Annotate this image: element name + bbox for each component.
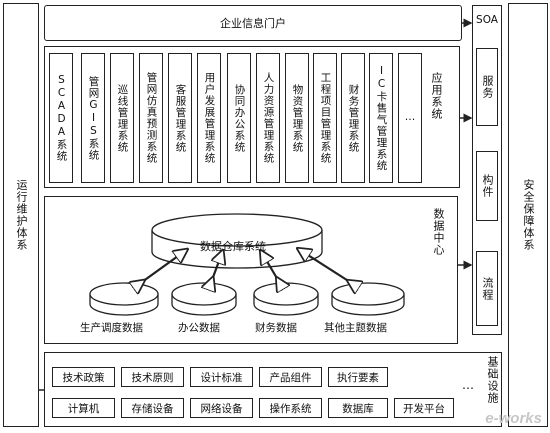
app-finance: 财务管理系统 [341,53,365,183]
left-operations-column: 运行维护体系 [3,3,39,427]
infra-database: 数据库 [328,398,388,418]
applications-label-wrap: 应用系统 [428,72,444,123]
soa-service-label: 服务 [481,75,494,99]
app-label: 物资管理系统 [291,83,304,153]
store-other-label: 其他主题数据 [324,322,387,334]
app-simulation: 管网仿真预测系统 [139,53,163,183]
infrastructure-label-wrap: 基础设施 [484,356,500,407]
infra-ellipsis: … [462,378,474,392]
operations-label: 运行维护体系 [15,179,28,251]
app-label: 人力资源管理系统 [262,72,275,164]
data-center-label-wrap: 数据中心 [430,208,446,259]
store-production-label: 生产调度数据 [80,322,143,334]
app-gis: 管网GIS系统 [81,53,105,183]
soa-title: SOA [476,14,498,26]
soa-process-box: 流程 [476,251,498,326]
app-label: 财务管理系统 [347,83,360,153]
app-label: 用户发展管理系统 [203,72,216,164]
app-office: 协同办公系统 [227,53,251,183]
infra-tech-principles: 技术原则 [121,367,184,387]
store-finance [253,282,319,316]
store-other [331,282,405,316]
infra-os: 操作系统 [259,398,322,418]
soa-component-box: 构件 [476,151,498,221]
data-center-label: 数据中心 [432,208,445,256]
infra-product-components: 产品组件 [259,367,322,387]
right-security-column: 安全保障体系 [508,3,548,427]
app-hr: 人力资源管理系统 [256,53,280,183]
store-production [89,282,159,316]
app-more: … [398,53,422,183]
app-materials: 物资管理系统 [285,53,309,183]
soa-column: SOA 服务 构件 流程 [472,5,502,335]
app-customer-service: 客服管理系统 [168,53,192,183]
store-finance-label: 财务数据 [255,322,297,334]
app-label: 客服管理系统 [174,83,187,153]
infra-network: 网络设备 [190,398,253,418]
enterprise-portal: 企业信息门户 [44,5,462,41]
arrow-office [212,253,222,280]
infra-dev-platform: 开发平台 [394,398,454,418]
infrastructure-label: 基础设施 [486,356,499,404]
app-label: 协同办公系统 [233,83,246,153]
soa-process-label: 流程 [481,276,494,301]
infra-execution-elements: 执行要素 [328,367,388,387]
app-patrol: 巡线管理系统 [110,53,134,183]
soa-service-box: 服务 [476,48,498,126]
app-label: IC卡售气管理系统 [375,64,388,172]
arrow-finance [262,253,278,280]
applications-label: 应用系统 [430,72,443,120]
app-label: SCADA系统 [55,74,68,162]
infra-design-standards: 设计标准 [190,367,253,387]
app-label: 工程项目管理系统 [319,72,332,164]
app-ic-card: IC卡售气管理系统 [369,53,393,183]
arrow-production [142,251,185,282]
app-label: 管网GIS系统 [87,75,100,161]
infra-tech-policy: 技术政策 [52,367,115,387]
soa-component-label: 构件 [481,174,494,198]
store-office [171,282,237,316]
app-user-development: 用户发展管理系统 [197,53,221,183]
portal-label: 企业信息门户 [220,17,286,30]
app-scada: SCADA系统 [49,53,73,183]
watermark: e-works [485,410,542,427]
app-engineering: 工程项目管理系统 [313,53,337,183]
store-office-label: 办公数据 [178,322,220,334]
infra-computer: 计算机 [52,398,115,418]
infra-storage: 存储设备 [121,398,184,418]
app-label: 巡线管理系统 [116,83,129,153]
app-more-label: … [404,111,416,124]
app-label: 管网仿真预测系统 [145,72,158,164]
arrow-other [300,250,350,282]
security-label: 安全保障体系 [522,179,535,251]
warehouse-label: 数据仓库系统 [200,240,266,253]
